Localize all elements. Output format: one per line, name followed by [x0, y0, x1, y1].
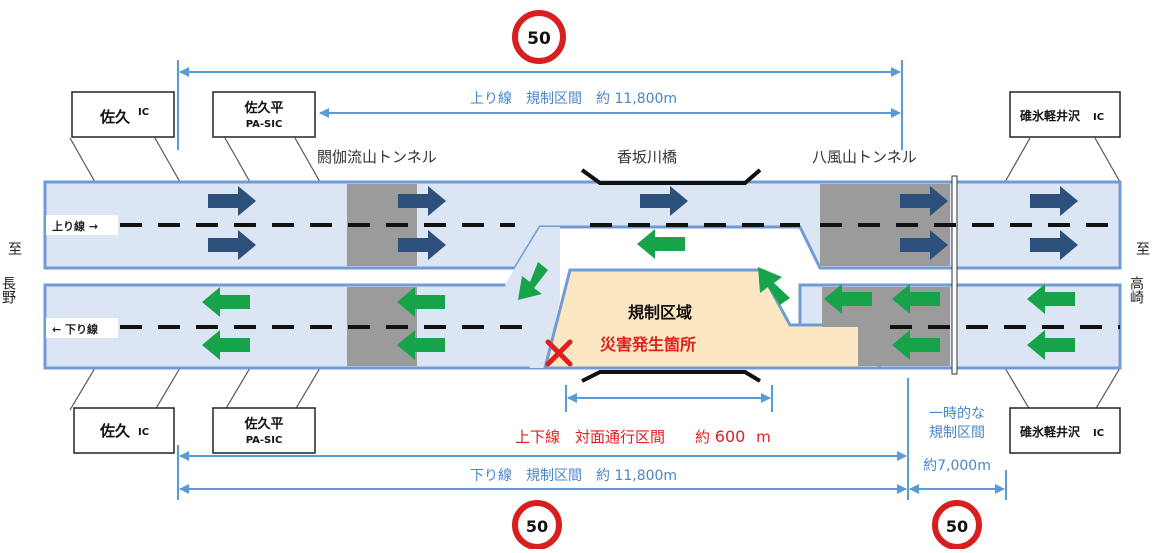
- down-lane-label: ← 下り線: [52, 322, 98, 336]
- bridge-label: 香坂川橋: [617, 148, 677, 166]
- up-lane-label: 上り線 →: [52, 219, 98, 233]
- up-lane-label-box: [46, 215, 118, 235]
- saku-ic-name-bottom: 佐久: [99, 422, 131, 440]
- up-arrow: [398, 230, 446, 260]
- two-way-label: 上下線 対面通行区間 約 600 m: [515, 427, 771, 446]
- up-arrow: [208, 186, 256, 216]
- lane-dashes: [120, 223, 1120, 329]
- down-arrow: [397, 330, 445, 360]
- left-direction-to: 至: [8, 242, 22, 258]
- usui-ic-suffix: IC: [1093, 112, 1104, 123]
- disaster-site-label: 災害発生箇所: [600, 335, 696, 354]
- temp-section-line2: 規制区間: [929, 425, 985, 441]
- up-direction-arrows: [208, 186, 1078, 260]
- diversion-arrow-down: [518, 262, 548, 300]
- disaster-x-icon: [545, 339, 573, 367]
- regulation-zone-label: 規制区域: [628, 303, 692, 322]
- ic-connector-lines: [69, 137, 1121, 411]
- down-arrow: [202, 330, 250, 360]
- bridge-top-bracket: [580, 168, 762, 185]
- speed-limit-sign-top: 50: [512, 10, 566, 64]
- left-direction-place: 長野: [0, 276, 16, 304]
- speed-limit-value: 50: [526, 517, 548, 536]
- two-way-number: 600: [715, 427, 746, 446]
- sakudaira-box-bottom: [212, 407, 316, 454]
- down-arrow: [202, 287, 250, 317]
- up-arrow: [900, 230, 948, 260]
- sakudaira-sic-bottom: PA-SIC: [246, 435, 283, 446]
- boundary-marker: [951, 175, 958, 375]
- down-arrow: [824, 284, 872, 314]
- temp-section-line1: 一時的な: [929, 406, 985, 422]
- up-arrow: [398, 186, 446, 216]
- speed-limit-sign-temp: 50: [932, 500, 982, 550]
- saku-ic-suffix-bottom: IC: [138, 427, 149, 438]
- up-arrow: [1030, 230, 1078, 260]
- down-arrow: [397, 287, 445, 317]
- up-arrow: [1030, 186, 1078, 216]
- diversion-arrow-up: [758, 267, 790, 305]
- saku-ic-box-top: [71, 91, 175, 138]
- right-direction-place: 高崎: [1128, 275, 1144, 304]
- usui-ic-name: 碓氷軽井沢: [1020, 108, 1081, 123]
- saku-ic-suffix: IC: [138, 107, 149, 118]
- sakudaira-sic: PA-SIC: [246, 119, 283, 130]
- right-direction-to: 至: [1136, 242, 1150, 258]
- up-section-label: 上り線 規制区間 約 11,800m: [470, 91, 677, 107]
- up-arrow: [900, 186, 948, 216]
- up-arrow: [208, 230, 256, 260]
- down-lane-label-box: [46, 318, 118, 338]
- down-arrow: [892, 330, 940, 360]
- usui-ic-suffix-bottom: IC: [1093, 428, 1104, 439]
- saku-ic-name: 佐久: [99, 108, 131, 126]
- down-direction-arrows: [202, 229, 1075, 360]
- two-way-prefix: 上下線 対面通行区間 約: [515, 428, 710, 446]
- tunnel-right-label: 八風山トンネル: [812, 148, 917, 166]
- down-arrow: [1027, 330, 1075, 360]
- up-arrow: [640, 186, 688, 216]
- bridge-bottom-bracket: [581, 370, 762, 383]
- usui-ic-box-top: [1009, 91, 1121, 138]
- usui-ic-box-bottom: [1009, 407, 1121, 454]
- down-arrow: [1027, 284, 1075, 314]
- speed-limit-value: 50: [946, 517, 968, 536]
- saku-ic-box-bottom: [73, 407, 175, 454]
- down-arrow: [892, 284, 940, 314]
- speed-limit-sign-bottom: 50: [512, 500, 562, 550]
- crossover-road-left: [505, 227, 560, 368]
- two-way-unit: m: [756, 428, 771, 446]
- sakudaira-name: 佐久平: [243, 100, 283, 116]
- temp-section-distance: 約7,000m: [923, 458, 991, 474]
- speed-limit-value: 50: [527, 29, 551, 49]
- down-section-label: 下り線 規制区間 約 11,800m: [470, 468, 677, 484]
- sakudaira-name-bottom: 佐久平: [243, 416, 283, 432]
- down-arrow: [637, 229, 685, 259]
- tunnel-left-label: 閼伽流山トンネル: [317, 148, 437, 166]
- usui-ic-name-bottom: 碓氷軽井沢: [1020, 424, 1081, 439]
- sakudaira-box-top: [212, 91, 316, 138]
